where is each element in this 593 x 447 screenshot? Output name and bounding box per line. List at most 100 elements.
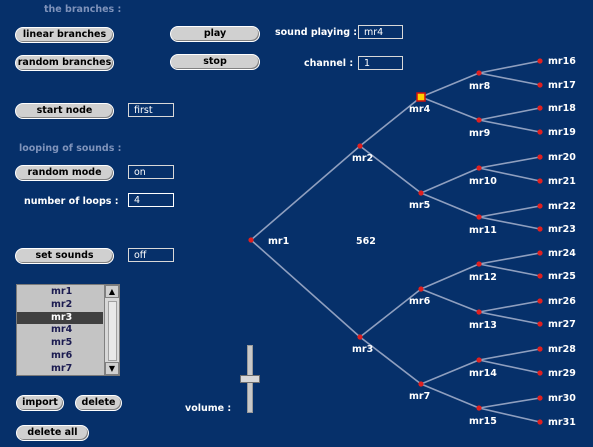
tree-node-label: mr2 (352, 153, 373, 164)
tree-node-label: mr4 (409, 104, 431, 115)
tree-node[interactable] (537, 105, 543, 111)
tree-node[interactable] (476, 261, 482, 267)
sound-list-item[interactable]: mr5 (51, 337, 73, 349)
tree-node[interactable] (537, 419, 543, 425)
tree-node-label: mr13 (469, 320, 497, 331)
tree-node-label: mr11 (469, 225, 497, 236)
branch-line (478, 216, 541, 230)
tree-node[interactable] (537, 298, 543, 304)
tree-node-label: mr1 (268, 236, 289, 247)
tree-node[interactable] (537, 250, 543, 256)
tree-node[interactable] (357, 143, 363, 149)
tree-node[interactable] (418, 286, 424, 292)
delete-all-button[interactable]: delete all (16, 425, 89, 441)
tree-node-label: mr12 (469, 272, 497, 283)
branch-line (359, 96, 422, 147)
sound-list-item[interactable]: mr3 (17, 311, 103, 325)
tree-node[interactable] (476, 165, 482, 171)
tree-node[interactable] (248, 237, 254, 243)
branch-line (478, 167, 541, 182)
random-branches-button[interactable]: random branches (15, 55, 114, 71)
volume-label: volume : (185, 403, 232, 414)
play-button[interactable]: play (170, 26, 260, 42)
tree-node[interactable] (537, 154, 543, 160)
sound-list-item[interactable]: mr1 (51, 286, 73, 297)
branch-line (478, 311, 541, 325)
number-of-loops-input[interactable]: 4 (128, 193, 174, 207)
branch-line (478, 252, 541, 265)
tree-node[interactable] (537, 58, 543, 64)
tree-node-label: mr22 (548, 201, 576, 212)
random-mode-button[interactable]: random mode (15, 165, 114, 181)
scroll-down-icon[interactable]: ▼ (105, 362, 119, 375)
tree-node-label: mr20 (548, 152, 576, 163)
start-node-button[interactable]: start node (15, 103, 114, 119)
branch-line (359, 336, 422, 385)
start-node-field[interactable]: first (128, 103, 174, 117)
tree-node-label: mr19 (548, 127, 576, 138)
tree-node[interactable] (418, 190, 424, 196)
stop-button[interactable]: stop (170, 54, 260, 70)
branch-line (359, 145, 422, 194)
set-sounds-field: off (128, 248, 174, 262)
delete-button[interactable]: delete (75, 395, 122, 411)
volume-slider-thumb[interactable] (240, 375, 260, 383)
sound-list-item[interactable]: mr2 (51, 298, 73, 310)
branch-line (478, 119, 541, 133)
tree-node[interactable] (418, 381, 424, 387)
tree-node[interactable] (537, 370, 543, 376)
volume-slider[interactable] (240, 345, 260, 413)
tree-node-label: mr8 (469, 81, 491, 92)
tree-node[interactable] (537, 178, 543, 184)
tree-node-label: mr30 (548, 393, 576, 404)
random-mode-field: on (128, 165, 174, 179)
branch-line (420, 96, 480, 121)
tree-node[interactable] (537, 321, 543, 327)
tree-node-label: mr25 (548, 271, 576, 282)
tree-node[interactable] (476, 309, 482, 315)
tree-node[interactable] (476, 405, 482, 411)
center-value: 562 (356, 236, 376, 247)
tree-node-label: mr18 (548, 103, 576, 114)
tree-node[interactable] (537, 203, 543, 209)
tree-node-label: mr15 (469, 416, 497, 427)
sound-playing-label: sound playing : (275, 27, 358, 38)
tree-node-label: mr7 (409, 391, 430, 402)
branch-line (420, 288, 480, 313)
tree-node[interactable] (476, 214, 482, 220)
tree-node-label: mr17 (548, 80, 576, 91)
channel-label: channel : (304, 58, 354, 69)
scroll-up-icon[interactable]: ▲ (105, 285, 119, 298)
tree-node[interactable] (537, 273, 543, 279)
tree-node[interactable] (537, 129, 543, 135)
tree-node-label: mr9 (469, 128, 490, 139)
tree-node[interactable] (476, 117, 482, 123)
tree-node[interactable] (537, 226, 543, 232)
sound-list-item[interactable]: mr4 (51, 324, 73, 336)
sound-list-item[interactable]: mr7 (51, 362, 73, 374)
tree-node[interactable] (537, 346, 543, 352)
branch-line (478, 348, 541, 361)
tree-node-label: mr14 (469, 368, 497, 379)
import-button[interactable]: import (16, 395, 64, 411)
sound-list-item[interactable]: mr6 (51, 349, 73, 361)
branch-line (420, 359, 480, 385)
tree-node[interactable] (537, 395, 543, 401)
set-sounds-button[interactable]: set sounds (15, 248, 114, 264)
branch-line (478, 107, 541, 121)
list-scrollbar[interactable]: ▲ ▼ (104, 285, 119, 375)
tree-node[interactable] (476, 357, 482, 363)
tree-node[interactable] (476, 70, 482, 76)
branch-line (420, 383, 480, 409)
tree-node[interactable] (537, 82, 543, 88)
scroll-thumb[interactable] (108, 301, 117, 361)
branches-section-title: the branches : (44, 4, 122, 15)
tree-node-label: mr29 (548, 368, 576, 379)
active-node-marker[interactable] (416, 92, 426, 102)
linear-branches-button[interactable]: linear branches (15, 27, 114, 43)
branch-line (420, 192, 480, 218)
tree-node[interactable] (357, 334, 363, 340)
tree-node-label: mr3 (352, 344, 373, 355)
